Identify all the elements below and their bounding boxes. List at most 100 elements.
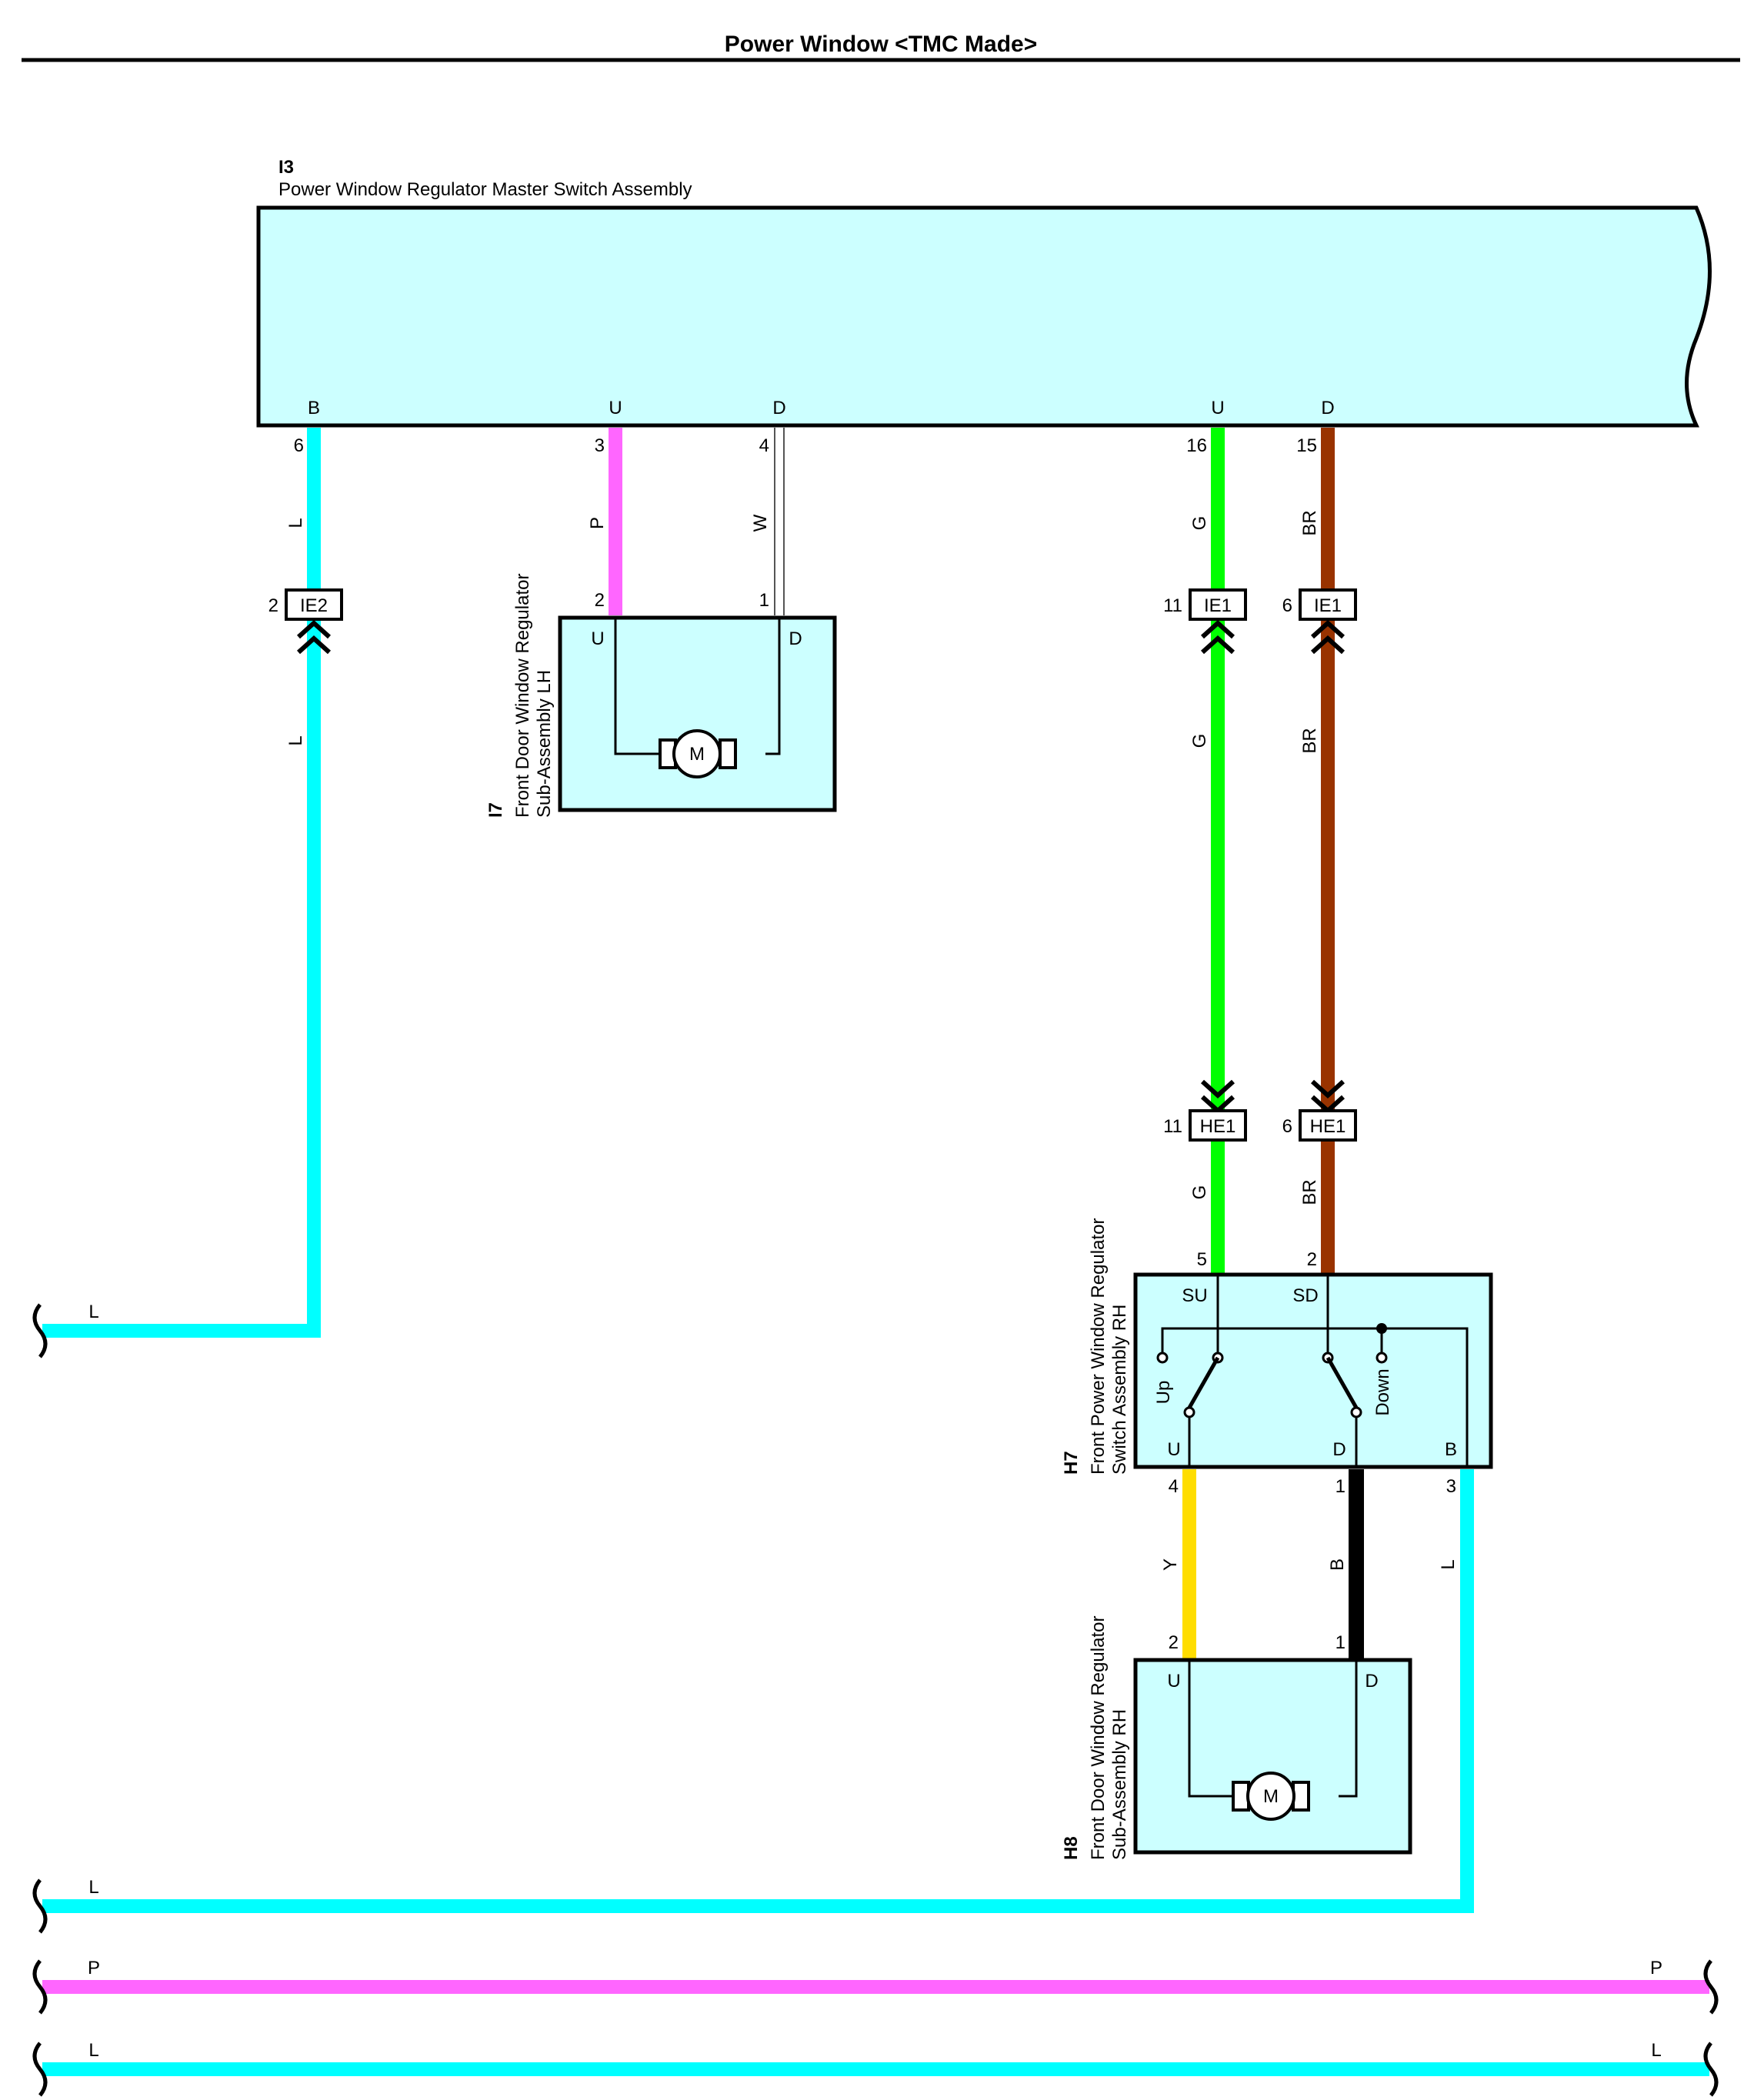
- pin-3: 3: [595, 435, 605, 456]
- connector-he1-br-label: HE1: [1310, 1116, 1346, 1137]
- master-switch-box: [256, 205, 1712, 428]
- pin-16: 16: [1186, 435, 1207, 456]
- master-terminal-u1: U: [609, 398, 622, 418]
- wire-label-w-i7: W: [750, 514, 771, 532]
- h7-terminal-sd: SD: [1292, 1285, 1318, 1306]
- wire-l-h7-b: [42, 1469, 1474, 1913]
- break-mark-left-2: [32, 1878, 48, 1934]
- wire-label-l-top: L: [285, 518, 306, 528]
- wire-label-bus-p-left: P: [88, 1958, 100, 1978]
- i7-terminal-u: U: [591, 628, 604, 649]
- pin-i7-2: 2: [595, 590, 605, 611]
- break-mark-left-4: [32, 2042, 48, 2097]
- h8-name-line2: Sub-Assembly RH: [1109, 1709, 1130, 1860]
- switch-lever-up-icon: [1187, 1356, 1220, 1409]
- h7-name-line2: Switch Assembly RH: [1109, 1305, 1130, 1475]
- master-terminal-d2: D: [1321, 398, 1334, 418]
- switch-contact-icon: [1156, 1352, 1169, 1364]
- component-h8: M: [1133, 1658, 1412, 1855]
- connector-ie1-br: IE1: [1299, 588, 1357, 655]
- master-terminal-b: B: [308, 398, 320, 418]
- break-mark-left-3: [32, 1959, 48, 2015]
- h7-up-label: Up: [1153, 1381, 1174, 1405]
- pin-ie1-11: 11: [1163, 595, 1182, 616]
- switch-lever-down-icon: [1326, 1356, 1359, 1409]
- wire-label-br-bot: BR: [1299, 1179, 1320, 1205]
- pin-he1-6: 6: [1282, 1116, 1292, 1137]
- connector-arrow-up-icon: [296, 619, 332, 655]
- switch-contact-icon: [1376, 1352, 1388, 1364]
- pin-6: 6: [294, 435, 304, 456]
- h7-name-line1: Front Power Window Regulator: [1088, 1218, 1109, 1475]
- master-terminal-u2: U: [1211, 398, 1224, 418]
- break-mark-right-2: [1703, 2042, 1719, 2097]
- wire-label-bus-l3-left: L: [88, 2040, 98, 2061]
- h8-name-line1: Front Door Window Regulator: [1088, 1616, 1109, 1860]
- pin-ie2-2: 2: [268, 595, 278, 616]
- connector-ie2: IE2: [285, 588, 343, 655]
- wire-label-bus-l1: L: [88, 1302, 98, 1322]
- switch-contact-icon: [1183, 1406, 1195, 1418]
- master-name: Power Window Regulator Master Switch Ass…: [278, 179, 692, 200]
- i7-name-line2: Sub-Assembly LH: [534, 670, 555, 818]
- connector-ie2-label: IE2: [300, 595, 328, 616]
- h7-down-label: Down: [1372, 1368, 1393, 1415]
- motor-icon: [1246, 1772, 1295, 1821]
- pin-ie1-6: 6: [1282, 595, 1292, 616]
- h8-terminal-u: U: [1167, 1671, 1180, 1692]
- pin-h7-5: 5: [1197, 1249, 1207, 1270]
- pin-h7-1: 1: [1336, 1476, 1346, 1497]
- h8-terminal-d: D: [1365, 1671, 1378, 1692]
- i7-terminal-d: D: [789, 628, 802, 649]
- connector-he1-g: HE1: [1189, 1079, 1247, 1142]
- i7-name-line1: Front Door Window Regulator: [512, 574, 533, 818]
- h8-id: H8: [1061, 1836, 1082, 1860]
- connector-he1-br: HE1: [1299, 1079, 1357, 1142]
- wire-label-l-mid: L: [285, 735, 306, 745]
- wire-label-bus-l2: L: [88, 1877, 98, 1898]
- wire-l-master-b: [42, 428, 321, 1338]
- master-id: I3: [278, 157, 294, 178]
- connector-arrow-up-icon: [1310, 619, 1346, 655]
- connector-ie1-br-label: IE1: [1314, 595, 1342, 616]
- pin-h8-1: 1: [1336, 1632, 1346, 1653]
- pin-4: 4: [759, 435, 769, 456]
- i7-id: I7: [485, 802, 506, 818]
- page-title: Power Window <TMC Made>: [725, 32, 1037, 57]
- connector-ie1-g-label: IE1: [1204, 595, 1232, 616]
- wire-label-br-top: BR: [1299, 510, 1320, 535]
- break-mark-left-1: [32, 1303, 48, 1358]
- pin-h8-2: 2: [1169, 1632, 1179, 1653]
- h7-id: H7: [1061, 1451, 1082, 1475]
- h7-terminal-u: U: [1167, 1439, 1180, 1460]
- wire-label-p-i7: P: [587, 517, 608, 529]
- i7-motor-label: M: [689, 744, 705, 765]
- h8-motor-label: M: [1263, 1786, 1279, 1807]
- pin-h7-4: 4: [1169, 1476, 1179, 1497]
- h7-terminal-su: SU: [1182, 1285, 1207, 1306]
- component-h7: [1133, 1272, 1493, 1469]
- motor-icon: [672, 729, 722, 778]
- h7-terminal-b: B: [1445, 1439, 1457, 1460]
- wire-label-bus-l3-right: L: [1651, 2040, 1661, 2061]
- pin-i7-1: 1: [759, 590, 769, 611]
- wire-label-b: B: [1327, 1558, 1348, 1571]
- component-i7: M: [558, 615, 837, 812]
- wire-label-bus-p-right: P: [1650, 1958, 1662, 1978]
- wire-label-l-h7: L: [1438, 1559, 1459, 1569]
- wire-label-br-mid: BR: [1299, 728, 1320, 753]
- wire-label-g-bot: G: [1189, 1185, 1210, 1200]
- pin-he1-11: 11: [1163, 1116, 1182, 1137]
- wire-label-y: Y: [1160, 1558, 1181, 1571]
- pin-h7-2: 2: [1307, 1249, 1317, 1270]
- switch-contact-icon: [1350, 1406, 1362, 1418]
- connector-ie1-g: IE1: [1189, 588, 1247, 655]
- pin-15: 15: [1296, 435, 1317, 456]
- wire-label-g-top: G: [1189, 516, 1210, 531]
- h7-terminal-d: D: [1332, 1439, 1346, 1460]
- connector-he1-g-label: HE1: [1200, 1116, 1236, 1137]
- connector-arrow-up-icon: [1200, 619, 1235, 655]
- pin-h7-3: 3: [1446, 1476, 1456, 1497]
- break-mark-right-1: [1703, 1959, 1719, 2015]
